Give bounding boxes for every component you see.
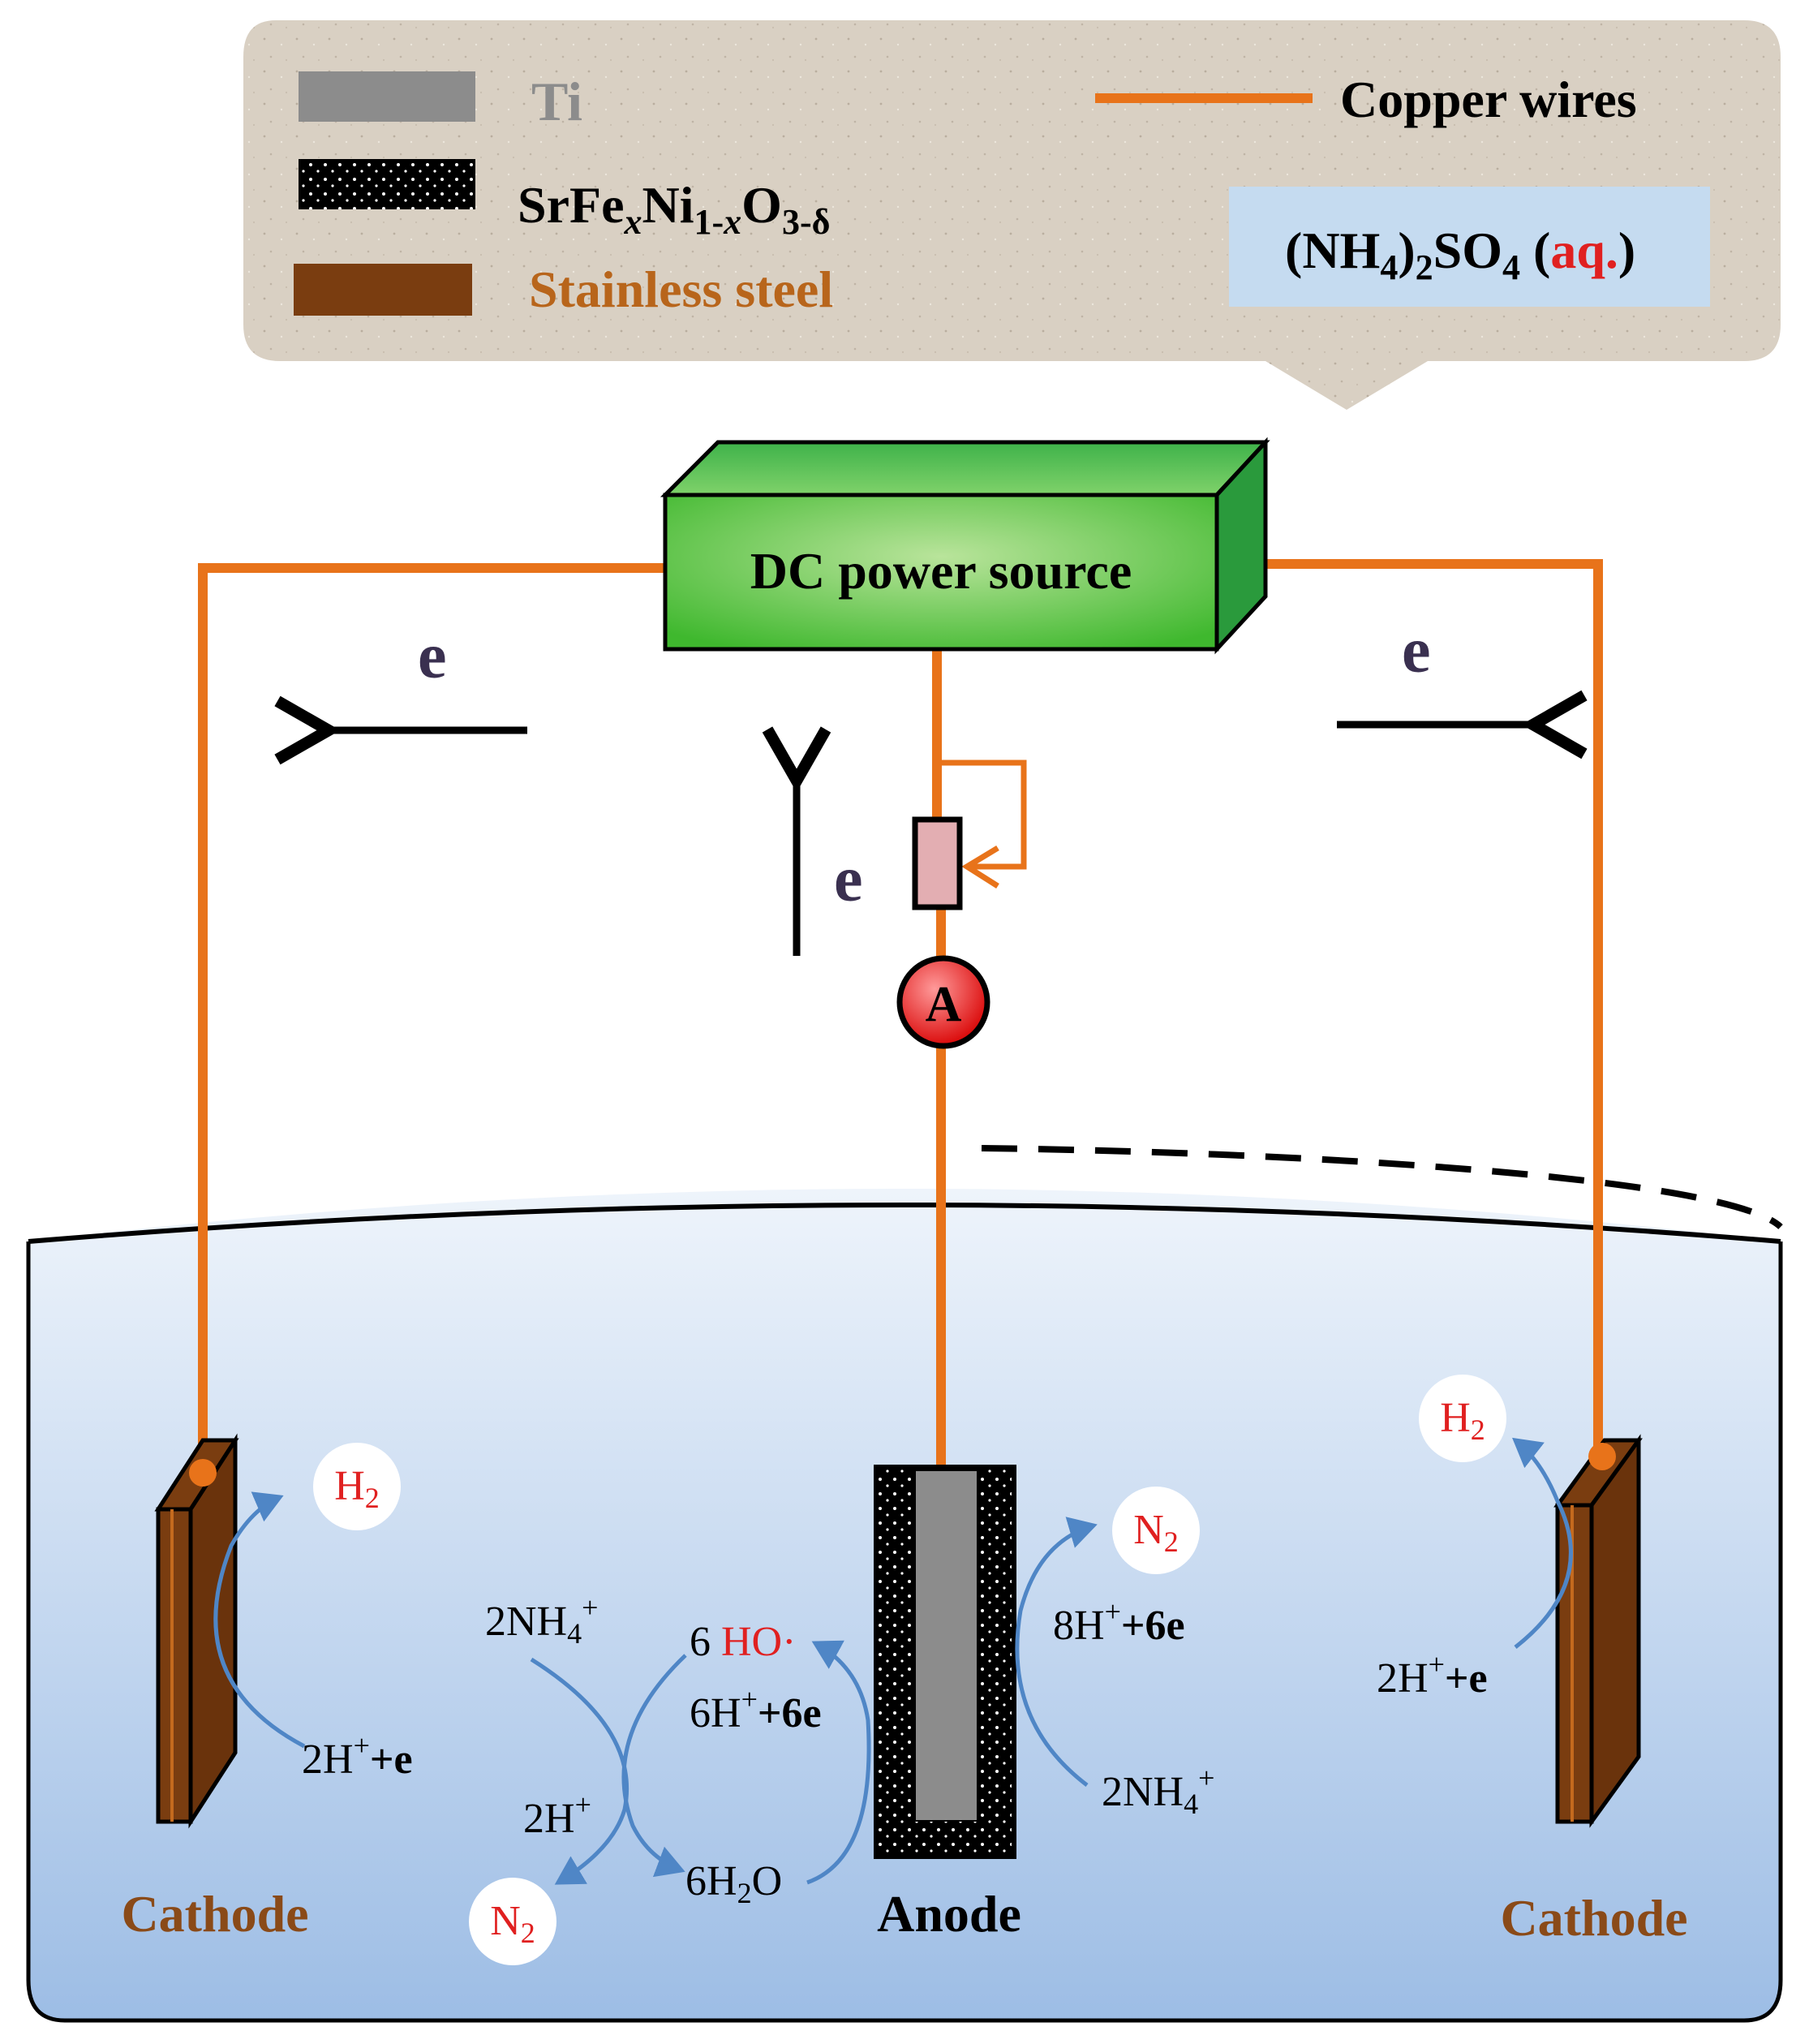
- cathode-left-eq: 2H++e: [302, 1729, 413, 1783]
- beaker-back-rim: [981, 1145, 1783, 1229]
- anode-eq: 8H++6e: [1053, 1595, 1185, 1649]
- rheostat-loop: [937, 760, 1027, 870]
- ammeter-label: A: [926, 977, 962, 1032]
- ti-swatch: [299, 71, 475, 122]
- arrow-anode-right: [1015, 1517, 1098, 1787]
- nh4-right: 2NH4+: [1102, 1762, 1214, 1820]
- copper-wires: [198, 559, 1603, 1473]
- cathode-right-eq: 2H++e: [1377, 1648, 1488, 1702]
- wire-left: [198, 563, 665, 1473]
- electrolyte-box: [1229, 187, 1710, 307]
- svg-text:H2: H2: [1440, 1395, 1485, 1446]
- copper-label: Copper wires: [1340, 71, 1637, 128]
- beaker-front-rim: [28, 1203, 1781, 1244]
- ti-label: Ti: [531, 71, 582, 132]
- svg-text:N2: N2: [490, 1898, 535, 1949]
- proton-electron-pair: 6H++6e: [690, 1683, 822, 1736]
- anode-ti-core: [914, 1470, 978, 1822]
- power-source-label: DC power source: [750, 542, 1132, 600]
- electrode-labels: Cathode Anode Cathode: [121, 1885, 1687, 1947]
- wire-joint-left: [189, 1459, 217, 1487]
- arrow-ho-to-water: [621, 1654, 687, 1878]
- resistor: [912, 816, 963, 910]
- svg-text:N2: N2: [1133, 1507, 1179, 1558]
- rheostat-arrow: [961, 846, 999, 889]
- beaker-walls: [26, 1241, 1783, 2023]
- electron-label-left: e: [418, 621, 447, 692]
- gas-bubbles: H2 H2 N2 N2: [313, 1375, 1506, 1965]
- arrow-water-to-ho: [806, 1640, 871, 1885]
- wire-joint-right: [1588, 1443, 1616, 1470]
- power-front-face: [663, 493, 1219, 652]
- power-top-face: [660, 440, 1270, 497]
- anode: [874, 1465, 1016, 1859]
- svg-text:H2: H2: [334, 1463, 380, 1514]
- electron-label-right: e: [1402, 615, 1431, 686]
- anode-label: Anode: [877, 1885, 1021, 1943]
- cathode-left-label: Cathode: [121, 1885, 308, 1943]
- arrow-cathode-right: [1512, 1437, 1573, 1649]
- electrolyte-label: (NH4)2SO4 (aq.): [1285, 222, 1635, 287]
- nh4-left: 2NH4+: [485, 1591, 598, 1650]
- steel-swatch: [294, 264, 472, 316]
- electron-flow: e e e: [274, 615, 1588, 956]
- reaction-labels: 2H++e 2H++e 8H++6e 2NH4+ 2NH4+ 6 HO· 6H+…: [302, 1591, 1488, 1909]
- electron-label-center: e: [834, 844, 863, 915]
- cathode-right: [1553, 1434, 1643, 1828]
- n2-anode-bubble: N2: [1112, 1487, 1200, 1574]
- hydroxyl-radical: 6 HO·: [690, 1619, 796, 1665]
- reaction-arrows: [213, 1437, 1573, 1885]
- ammeter: A: [896, 955, 990, 1049]
- arrow-cathode-left: [213, 1491, 306, 1749]
- catalyst-swatch: [299, 159, 475, 209]
- wire-right: [1225, 559, 1603, 1457]
- dc-power-source: DC power source: [660, 437, 1270, 655]
- ammeter-ball: [896, 955, 990, 1049]
- cathode-right-label: Cathode: [1500, 1889, 1687, 1947]
- water-label: 6H2O: [685, 1858, 782, 1909]
- h2-right-bubble: H2: [1419, 1375, 1506, 1462]
- catalyst-label: SrFexNi1-xO3-δ: [518, 176, 830, 242]
- n2-bottom-bubble: N2: [469, 1878, 556, 1965]
- cathode-left: [154, 1433, 239, 1829]
- legend-panel: Ti SrFexNi1-xO3-δ Stainless steel Copper…: [243, 20, 1781, 410]
- h2-left-bubble: H2: [313, 1443, 401, 1530]
- proton-2h: 2H+: [523, 1788, 591, 1842]
- steel-label: Stainless steel: [529, 260, 833, 318]
